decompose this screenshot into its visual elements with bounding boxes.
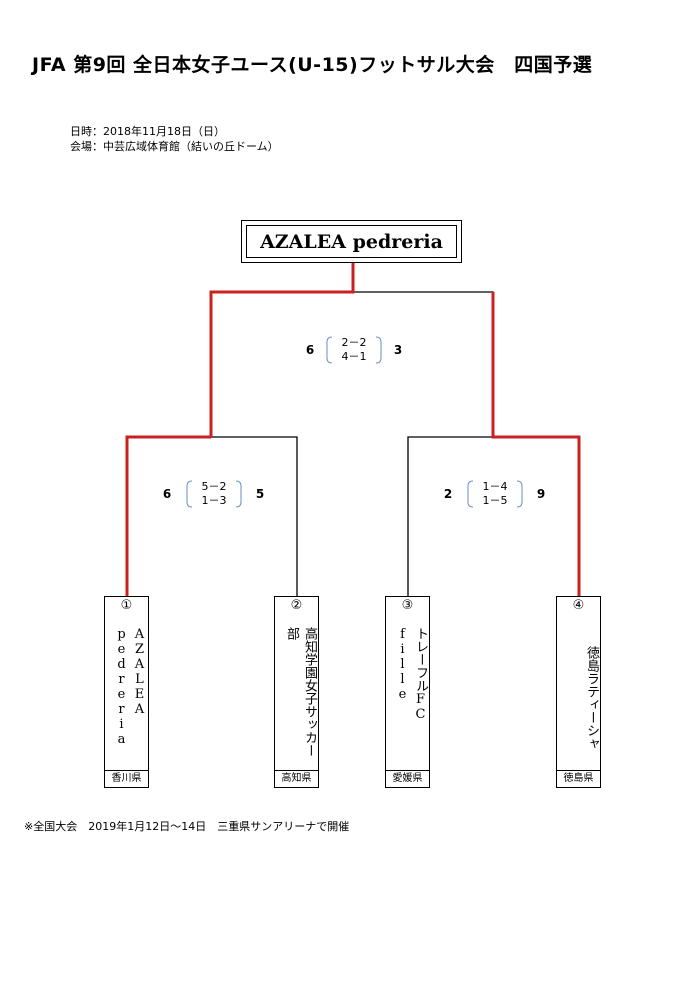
semi-left-bracket-open <box>186 480 193 508</box>
semi-left-set-scores: 5－2 1－3 <box>189 480 239 508</box>
event-venue: 会場：中芸広域体育館（結いの丘ドーム） <box>70 140 279 153</box>
final-set-scores: 2－2 4－1 <box>329 336 379 364</box>
footnote: ※全国大会 2019年1月12日～14日 三重県サンアリーナで開催 <box>24 820 350 833</box>
bracket-line-semi-left-right <box>211 436 298 596</box>
final-score-right: 3 <box>393 343 403 357</box>
champion-name: AZALEA pedreria <box>246 225 457 258</box>
winner-path-semi-left <box>125 435 211 596</box>
semi-right-bracket-open <box>467 480 474 508</box>
team-name: AZALEA pedreria <box>114 627 147 747</box>
semi-left-bracket-close <box>235 480 242 508</box>
final-half2: 4－1 <box>341 350 367 363</box>
winner-path-final <box>209 263 355 437</box>
semi-right-set-scores: 1－4 1－5 <box>470 480 520 508</box>
team-name: トレーフルFC fille <box>395 627 428 722</box>
team-prefecture: 愛媛県 <box>386 770 429 787</box>
team-prefecture: 高知県 <box>275 770 318 787</box>
team-seed: ④ <box>572 598 585 613</box>
champion-box: AZALEA pedreria <box>241 220 462 263</box>
semi-left-score-right: 5 <box>255 487 265 501</box>
team-box-2: ② 高知学園女子サッカー部 高知県 <box>274 596 319 788</box>
semi-right-score-right: 9 <box>536 487 546 501</box>
semi-right-score-left: 2 <box>443 487 453 501</box>
event-date: 日時：2018年11月18日（日） <box>70 125 225 138</box>
bracket-line-semi-right-left <box>407 436 493 596</box>
final-bracket-close <box>375 336 382 364</box>
team-seed: ③ <box>401 598 414 613</box>
winner-path-semi-right <box>491 292 581 596</box>
team-name: 高知学園女子サッカー部 <box>284 627 317 757</box>
team-seed: ① <box>120 598 133 613</box>
final-score-left: 6 <box>305 343 315 357</box>
semi-right-half1: 1－4 <box>482 480 508 493</box>
semi-left-score-left: 6 <box>162 487 172 501</box>
team-prefecture: 香川県 <box>105 770 148 787</box>
semi-left-half1: 5－2 <box>201 480 227 493</box>
semi-right-half2: 1－5 <box>482 494 508 507</box>
semi-right-bracket-close <box>516 480 523 508</box>
team-box-1: ① AZALEA pedreria 香川県 <box>104 596 149 788</box>
team-name: 徳島ラティーシャ <box>584 646 599 750</box>
team-box-3: ③ トレーフルFC fille 愛媛県 <box>385 596 430 788</box>
bracket-line-final-right <box>353 291 494 437</box>
team-seed: ② <box>290 598 303 613</box>
page-title: JFA 第9回 全日本女子ユース(U-15)フットサル大会 四国予選 <box>32 54 593 76</box>
final-bracket-open <box>326 336 333 364</box>
final-half1: 2－2 <box>341 336 367 349</box>
team-box-4: ④ 徳島ラティーシャ 徳島県 <box>556 596 601 788</box>
semi-left-half2: 1－3 <box>201 494 227 507</box>
team-prefecture: 徳島県 <box>557 770 600 787</box>
